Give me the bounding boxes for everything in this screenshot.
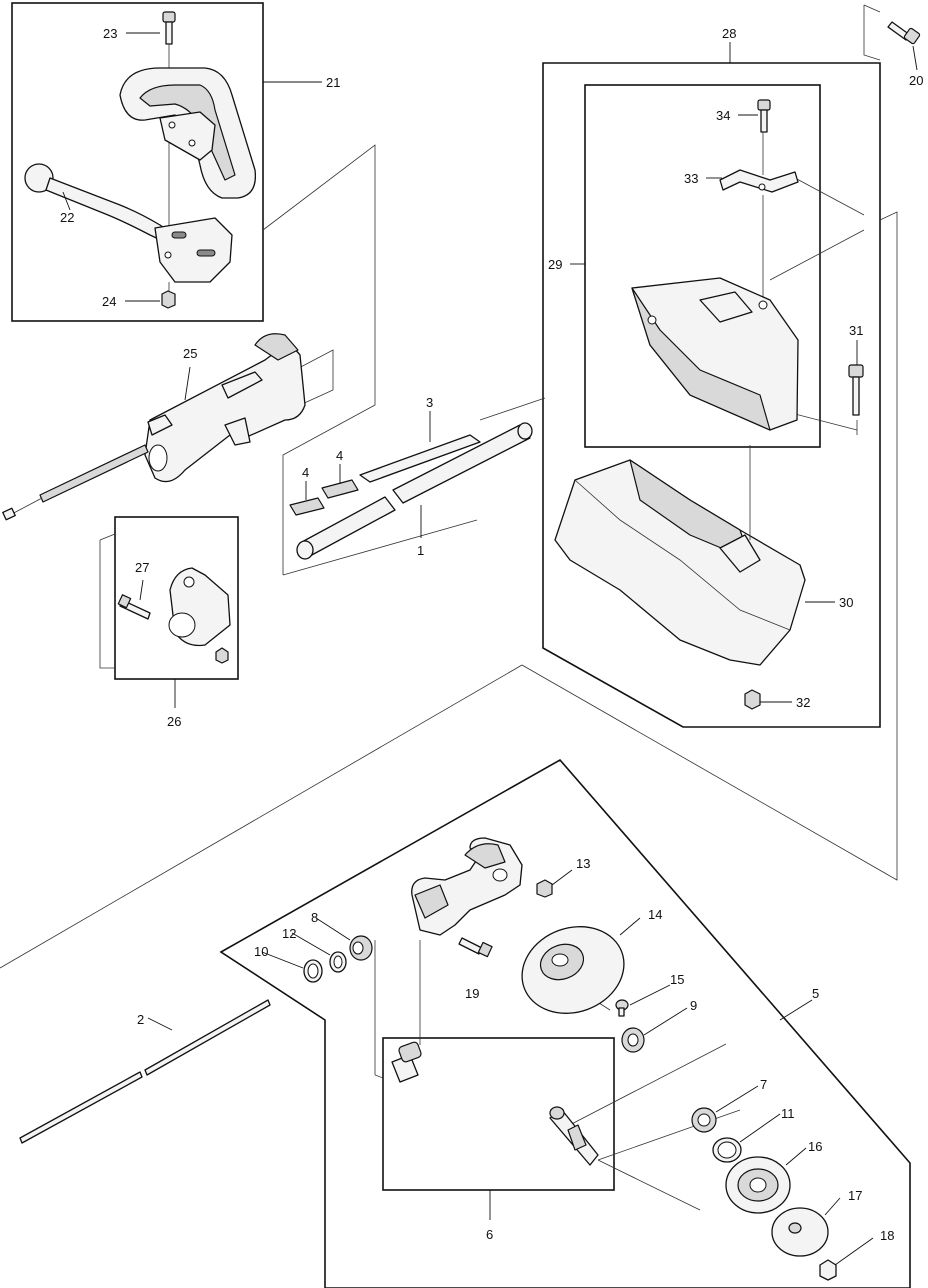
clamp-assembly-frame [114, 516, 239, 680]
callout-20: 20 [909, 73, 923, 88]
washer-7 [691, 1107, 717, 1133]
callout-33: 33 [684, 171, 698, 186]
leader-lines [62, 32, 918, 1266]
bearing-9 [621, 1027, 645, 1053]
callout-labels: 23 21 22 24 25 3 4 4 1 27 26 28 20 34 33… [60, 26, 923, 1243]
circlip-11 [712, 1137, 742, 1163]
rear-handle-21 [119, 67, 257, 199]
callout-27: 27 [135, 560, 149, 575]
clamp-26 [117, 567, 231, 664]
handle-grip-22 [24, 163, 233, 283]
callout-11: 11 [781, 1106, 795, 1121]
callout-34: 34 [716, 108, 730, 123]
nut-13 [536, 879, 553, 898]
screw-15 [615, 999, 629, 1017]
callout-14: 14 [648, 907, 662, 922]
callout-15: 15 [670, 972, 684, 987]
throttle-housing-25 [2, 333, 306, 521]
callout-2: 2 [137, 1012, 144, 1027]
nut-32 [744, 689, 761, 710]
guard-cover-29 [631, 277, 799, 431]
callout-1: 1 [417, 543, 424, 558]
pads-3-4 [289, 434, 481, 516]
callout-24: 24 [102, 294, 116, 309]
callout-26: 26 [167, 714, 181, 729]
callout-28: 28 [722, 26, 736, 41]
gear-case-assembly-frame [219, 758, 911, 1288]
bolt-20 [887, 21, 921, 45]
callout-19: 19 [465, 986, 479, 1001]
callout-23: 23 [103, 26, 117, 41]
nut-24 [161, 282, 176, 309]
handle-assembly-frame [11, 2, 264, 322]
spindle-6 [391, 1041, 599, 1166]
callout-32: 32 [796, 695, 810, 710]
callout-3: 3 [426, 395, 433, 410]
callout-25: 25 [183, 346, 197, 361]
callout-31: 31 [849, 323, 863, 338]
callout-10: 10 [254, 944, 268, 959]
callout-12: 12 [282, 926, 296, 941]
callout-6: 6 [486, 1227, 493, 1242]
callout-16: 16 [808, 1139, 822, 1154]
holder-16 [725, 1156, 791, 1214]
shaft-tube-1 [296, 422, 533, 560]
callout-4a: 4 [302, 465, 309, 480]
callout-13: 13 [576, 856, 590, 871]
bolt-31 [848, 364, 864, 416]
callout-7: 7 [760, 1077, 767, 1092]
callout-8: 8 [311, 910, 318, 925]
callout-4b: 4 [336, 448, 343, 463]
callout-17: 17 [848, 1188, 862, 1203]
callout-18: 18 [880, 1228, 894, 1243]
gear-case-5 [411, 837, 523, 936]
gear-case-subassembly-frame [382, 1037, 615, 1191]
callout-5: 5 [812, 986, 819, 1001]
callout-29: 29 [548, 257, 562, 272]
bolt-34 [757, 99, 771, 133]
callout-9: 9 [690, 998, 697, 1013]
rings-8-10-12 [303, 935, 373, 983]
guard-assembly-frame [542, 62, 881, 728]
drive-shaft-2 [19, 999, 271, 1144]
callout-30: 30 [839, 595, 853, 610]
bracket-33 [719, 132, 799, 300]
perspective-lines [0, 4, 898, 1211]
guard-30 [554, 445, 806, 666]
callout-22: 22 [60, 210, 74, 225]
disc-14 [521, 926, 625, 1014]
nut-18 [819, 1259, 837, 1281]
guard-subassembly-frame [584, 84, 821, 448]
callout-21: 21 [326, 75, 340, 90]
cup-17 [771, 1207, 829, 1257]
bolt-19 [458, 937, 493, 958]
